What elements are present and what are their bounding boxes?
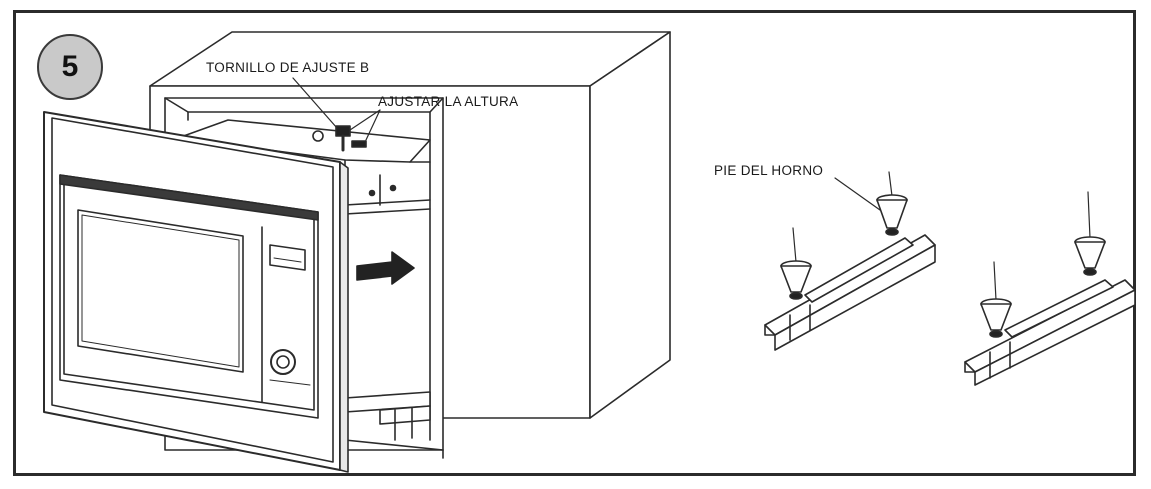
label-pie-horno: PIE DEL HORNO xyxy=(714,163,824,178)
label-tornillo-ajuste: TORNILLO DE AJUSTE B xyxy=(206,60,370,75)
insert-arrow-icon xyxy=(356,251,415,285)
label-ajustar-altura: AJUSTAR LA ALTURA xyxy=(378,94,519,109)
oven-foot-rail-right xyxy=(964,191,1136,386)
oven-front-panel xyxy=(43,111,349,473)
step-number: 5 xyxy=(61,50,79,83)
step-number-badge: 5 xyxy=(37,34,103,100)
adjustment-screw-icon xyxy=(292,77,381,152)
oven-body xyxy=(177,119,431,431)
oven-foot-rail-left xyxy=(764,171,936,351)
